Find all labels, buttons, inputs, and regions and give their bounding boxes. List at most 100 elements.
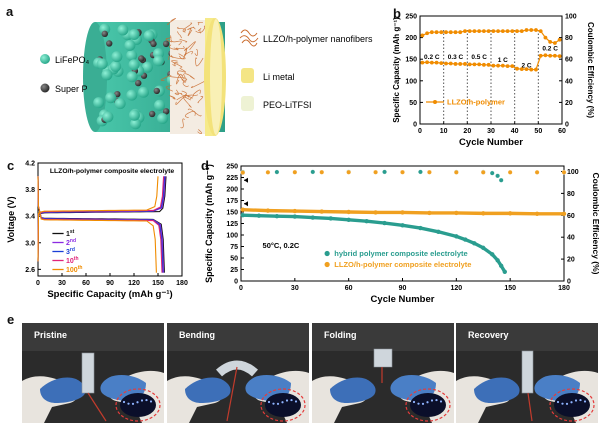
- x-tick-label: 30: [58, 280, 66, 287]
- discharge-curve: [37, 176, 164, 273]
- y-axis-title: Voltage (V): [6, 196, 16, 242]
- y-tick-label: 100: [226, 233, 238, 240]
- pouch-cell: [81, 352, 95, 394]
- photo-title: Pristine: [34, 330, 67, 340]
- y2-tick-label: 0: [565, 122, 569, 129]
- y-tick-label: 3.0: [25, 240, 35, 247]
- left-glove: [474, 377, 520, 403]
- bent-cell: [216, 360, 258, 377]
- y-tick-label: 50: [409, 100, 417, 107]
- lifepo4-particle: [128, 59, 140, 71]
- x-tick-label: 60: [345, 285, 353, 292]
- chart-title: LLZO/h-polymer composite electrolyte: [50, 168, 174, 175]
- led-light: [579, 398, 582, 402]
- x-tick-label: 180: [176, 280, 188, 287]
- y2-tick-label: 20: [567, 257, 575, 264]
- y-tick-label: 3.8: [25, 187, 35, 194]
- x-tick-label: 60: [82, 280, 90, 287]
- panel-c-label: c: [7, 158, 15, 173]
- y2-tick-label: 0: [567, 279, 571, 286]
- led-wristband: [554, 393, 590, 417]
- ce-point: [453, 170, 459, 175]
- nanofiber: [169, 75, 186, 78]
- ce-point: [439, 30, 444, 35]
- y2-tick-label: 100: [565, 14, 577, 21]
- capacity-point: [491, 63, 496, 68]
- lifepo4-particle: [126, 89, 138, 101]
- ce-point: [346, 169, 352, 175]
- lifepo4-particle: [130, 118, 142, 130]
- x-tick-label: 90: [399, 285, 407, 292]
- capacity-point: [292, 208, 298, 214]
- nanofiber: [197, 129, 202, 134]
- capacity-point: [463, 237, 468, 242]
- ce-point: [240, 170, 246, 175]
- ce-point: [561, 170, 567, 175]
- x-tick-label: 150: [504, 285, 516, 292]
- led-light: [435, 398, 438, 402]
- capacity-point: [502, 269, 507, 274]
- ce-point: [553, 41, 557, 45]
- nanofiber: [170, 37, 182, 46]
- capacity-point: [454, 210, 459, 216]
- nanofiber: [179, 38, 188, 43]
- led-light: [439, 400, 443, 403]
- led-light: [122, 400, 126, 404]
- lifepo4-particle: [126, 71, 138, 83]
- lifepo4-particle: [99, 23, 111, 35]
- led-light: [412, 400, 416, 404]
- capacity-point: [265, 208, 271, 213]
- y2-axis-title: Coulombic Efficiency (%): [586, 22, 595, 118]
- ce-point: [529, 28, 534, 32]
- x-tick-label: 20: [463, 128, 471, 135]
- lifepo4-particle: [141, 61, 153, 73]
- capacity-point: [561, 211, 567, 217]
- nanofiber: [184, 41, 196, 51]
- ce-point: [486, 29, 491, 34]
- y-tick-label: 2.6: [25, 267, 35, 274]
- led-light: [272, 402, 275, 405]
- ce-point: [489, 170, 495, 176]
- y-axis-title: Specific Capacity (mAh g⁻¹): [392, 17, 401, 123]
- lifepo4-particle: [124, 39, 136, 51]
- y-tick-label: 150: [405, 57, 417, 64]
- ce-point: [507, 170, 513, 175]
- panel-d-label: d: [201, 158, 209, 173]
- left-glove: [40, 377, 86, 403]
- capacity-point: [240, 213, 245, 218]
- nanofiber: [180, 92, 194, 100]
- highlight-circle: [405, 388, 451, 422]
- ce-point: [480, 170, 486, 175]
- y2-tick-label: 60: [565, 57, 573, 64]
- capacity-point: [346, 217, 351, 223]
- ce-point: [496, 29, 500, 34]
- capacity-point: [507, 211, 513, 216]
- led-light: [565, 402, 569, 405]
- led-light: [426, 401, 429, 404]
- ce-point: [548, 40, 553, 44]
- nanofiber: [165, 85, 173, 92]
- li-metal-legend-label: Li metal: [263, 72, 295, 82]
- y2-tick-label: 40: [567, 235, 575, 242]
- ce-point: [472, 29, 477, 34]
- recovered-cell: [521, 350, 534, 394]
- capacity-point: [444, 61, 448, 66]
- capacity-point: [436, 229, 441, 234]
- nanofiber: [182, 73, 195, 80]
- nanofiber: [171, 60, 183, 68]
- capacity-arrow-head: [244, 201, 248, 207]
- ce-point: [444, 30, 448, 35]
- capacity-point: [500, 63, 505, 68]
- nanofiber: [194, 49, 198, 56]
- highlight-circle: [260, 388, 306, 422]
- led-light: [145, 398, 148, 402]
- highlight-circle: [115, 388, 161, 422]
- led-light: [127, 402, 130, 405]
- left-glove: [185, 377, 231, 403]
- led-light: [276, 402, 280, 405]
- capacity-point: [472, 241, 477, 246]
- capacity-point: [425, 60, 429, 65]
- capacity-point: [548, 53, 553, 58]
